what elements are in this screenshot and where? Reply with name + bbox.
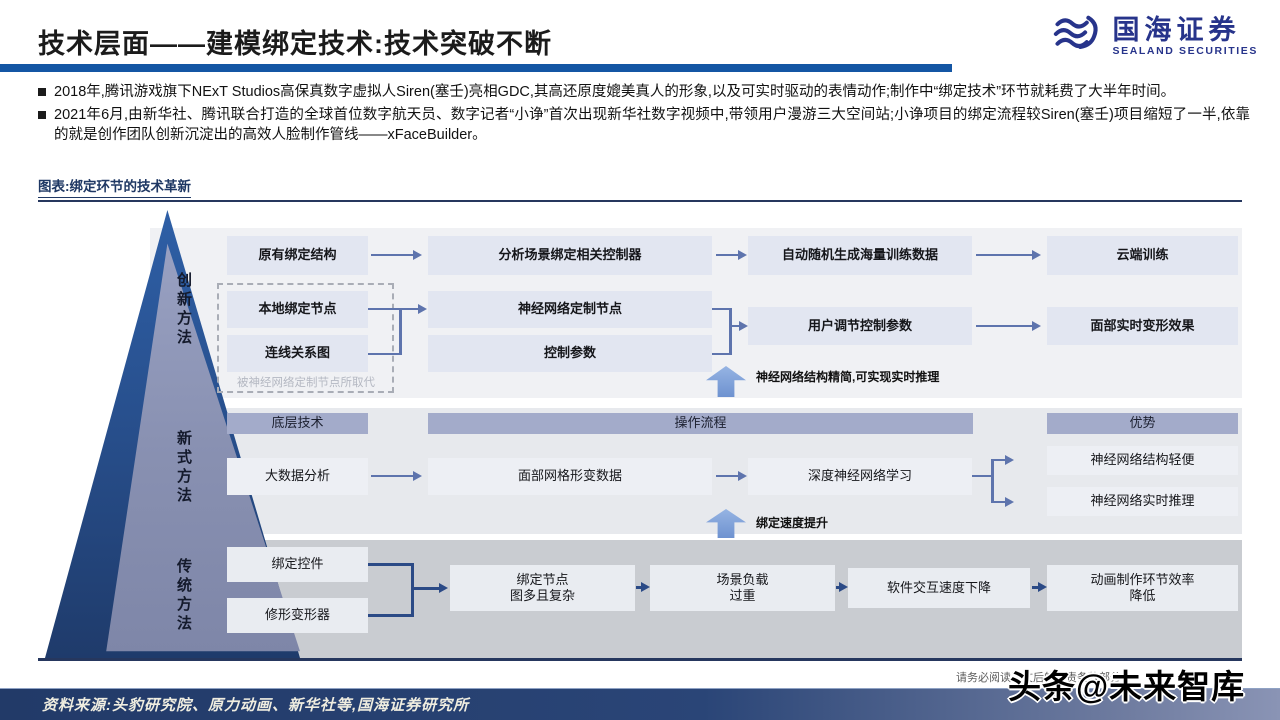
bullet-text: 2021年6月,由新华社、腾讯联合打造的全球首位数字航天员、数字记者“小诤”首次… (54, 107, 1250, 143)
arrow-right (716, 471, 747, 481)
box-node-graph-complex: 绑定节点 图多且复杂 (450, 565, 635, 611)
disclaimer-text: 请务必阅读正文后的免责条款部分 (956, 672, 1121, 684)
header-base-tech: 底层技术 (227, 413, 368, 434)
arrow-right (371, 471, 422, 481)
figure-top-rule (38, 200, 1242, 202)
bullet-item: 2021年6月,由新华社、腾讯联合打造的全球首位数字航天员、数字记者“小诤”首次… (38, 105, 1250, 145)
arrow-right (636, 581, 650, 592)
box-big-data-analysis: 大数据分析 (227, 458, 368, 495)
company-logo: 国海证券 SEALAND SECURITIES (1051, 8, 1258, 65)
arrow-right (976, 250, 1041, 260)
bullet-square-icon (38, 88, 46, 96)
arrow-right (836, 581, 848, 592)
bullet-text: 2018年,腾讯游戏旗下NExT Studios高保真数字虚拟人Siren(塞壬… (54, 84, 1176, 100)
bullet-item: 2018年,腾讯游戏旗下NExT Studios高保真数字虚拟人Siren(塞壬… (38, 82, 1250, 102)
connector-line (368, 614, 414, 617)
box-binding-controls: 绑定控件 (227, 547, 368, 582)
arrow-right (371, 250, 422, 260)
box-nn-realtime-inference: 神经网络实时推理 (1047, 487, 1238, 516)
box-software-interaction-slow: 软件交互速度下降 (848, 568, 1030, 608)
arrow-right (976, 321, 1041, 331)
summary-bullets: 2018年,腾讯游戏旗下NExT Studios高保真数字虚拟人Siren(塞壬… (38, 82, 1250, 148)
arrow-right (716, 250, 747, 260)
connector-line (729, 308, 732, 355)
box-analyze-scene-controllers: 分析场景绑定相关控制器 (428, 236, 712, 275)
arrow-right (368, 304, 427, 314)
header-advantage: 优势 (1047, 413, 1238, 434)
box-deep-nn-learning: 深度神经网络学习 (748, 458, 972, 495)
title-underline (0, 64, 952, 72)
connector-line (712, 353, 731, 355)
connector-line (712, 308, 731, 310)
connector-line (991, 460, 994, 503)
page-title: 技术层面——建模绑定技术:技术突破不断 (38, 29, 552, 59)
box-animation-efficiency-low: 动画制作环节效率 降低 (1047, 565, 1238, 611)
box-face-mesh-deform-data: 面部网格形变数据 (428, 458, 712, 495)
pyramid-label-innovation: 创新方法 (175, 272, 192, 348)
box-nn-light-structure: 神经网络结构轻便 (1047, 446, 1238, 475)
box-realtime-face-deform: 面部实时变形效果 (1047, 307, 1238, 345)
arrow-right (991, 455, 1014, 465)
connector-line (972, 475, 993, 477)
box-nn-custom-node: 神经网络定制节点 (428, 291, 712, 328)
source-text: 资料来源:头豹研究院、原力动画、新华社等,国海证券研究所 (42, 697, 470, 714)
replaced-group-outline (217, 283, 394, 393)
replaced-caption: 被神经网络定制节点所取代 (237, 377, 375, 389)
arrow-right (729, 321, 748, 331)
footer-bar: 资料来源:头豹研究院、原力动画、新华社等,国海证券研究所 (0, 688, 1280, 720)
watermark-text: 头条@未来智库 (1008, 668, 1246, 705)
bullet-square-icon (38, 111, 46, 119)
figure-caption: 图表:绑定环节的技术革新 (38, 175, 191, 198)
sealand-wave-icon (1051, 8, 1103, 65)
arrow-right (1032, 581, 1047, 592)
header-process: 操作流程 (428, 413, 973, 434)
connector-line (399, 309, 402, 355)
connector-line (368, 563, 414, 566)
note-nn-simplified: 神经网络结构精简,可实现实时推理 (756, 370, 940, 384)
figure-bottom-rule (38, 658, 1242, 661)
arrow-right (414, 582, 448, 593)
connector-line (411, 563, 414, 617)
pyramid-label-newstyle: 新式方法 (175, 430, 192, 506)
box-morph-deformer: 修形变形器 (227, 598, 368, 633)
box-user-adjust-params: 用户调节控制参数 (748, 307, 972, 345)
note-binding-speed: 绑定速度提升 (756, 516, 829, 530)
logo-name-en: SEALAND SECURITIES (1112, 44, 1258, 57)
box-original-binding-structure: 原有绑定结构 (227, 236, 368, 275)
pyramid-label-traditional: 传统方法 (175, 558, 192, 634)
arrow-right (991, 497, 1014, 507)
box-connection-graph: 连线关系图 (227, 335, 368, 372)
box-control-params: 控制参数 (428, 335, 712, 372)
box-local-binding-node: 本地绑定节点 (227, 291, 368, 328)
logo-name-cn: 国海证券 (1112, 15, 1241, 46)
connector-line (368, 353, 401, 355)
box-cloud-training: 云端训练 (1047, 236, 1238, 275)
box-auto-generate-training-data: 自动随机生成海量训练数据 (748, 236, 972, 275)
box-scene-overload: 场景负载 过重 (650, 565, 835, 611)
